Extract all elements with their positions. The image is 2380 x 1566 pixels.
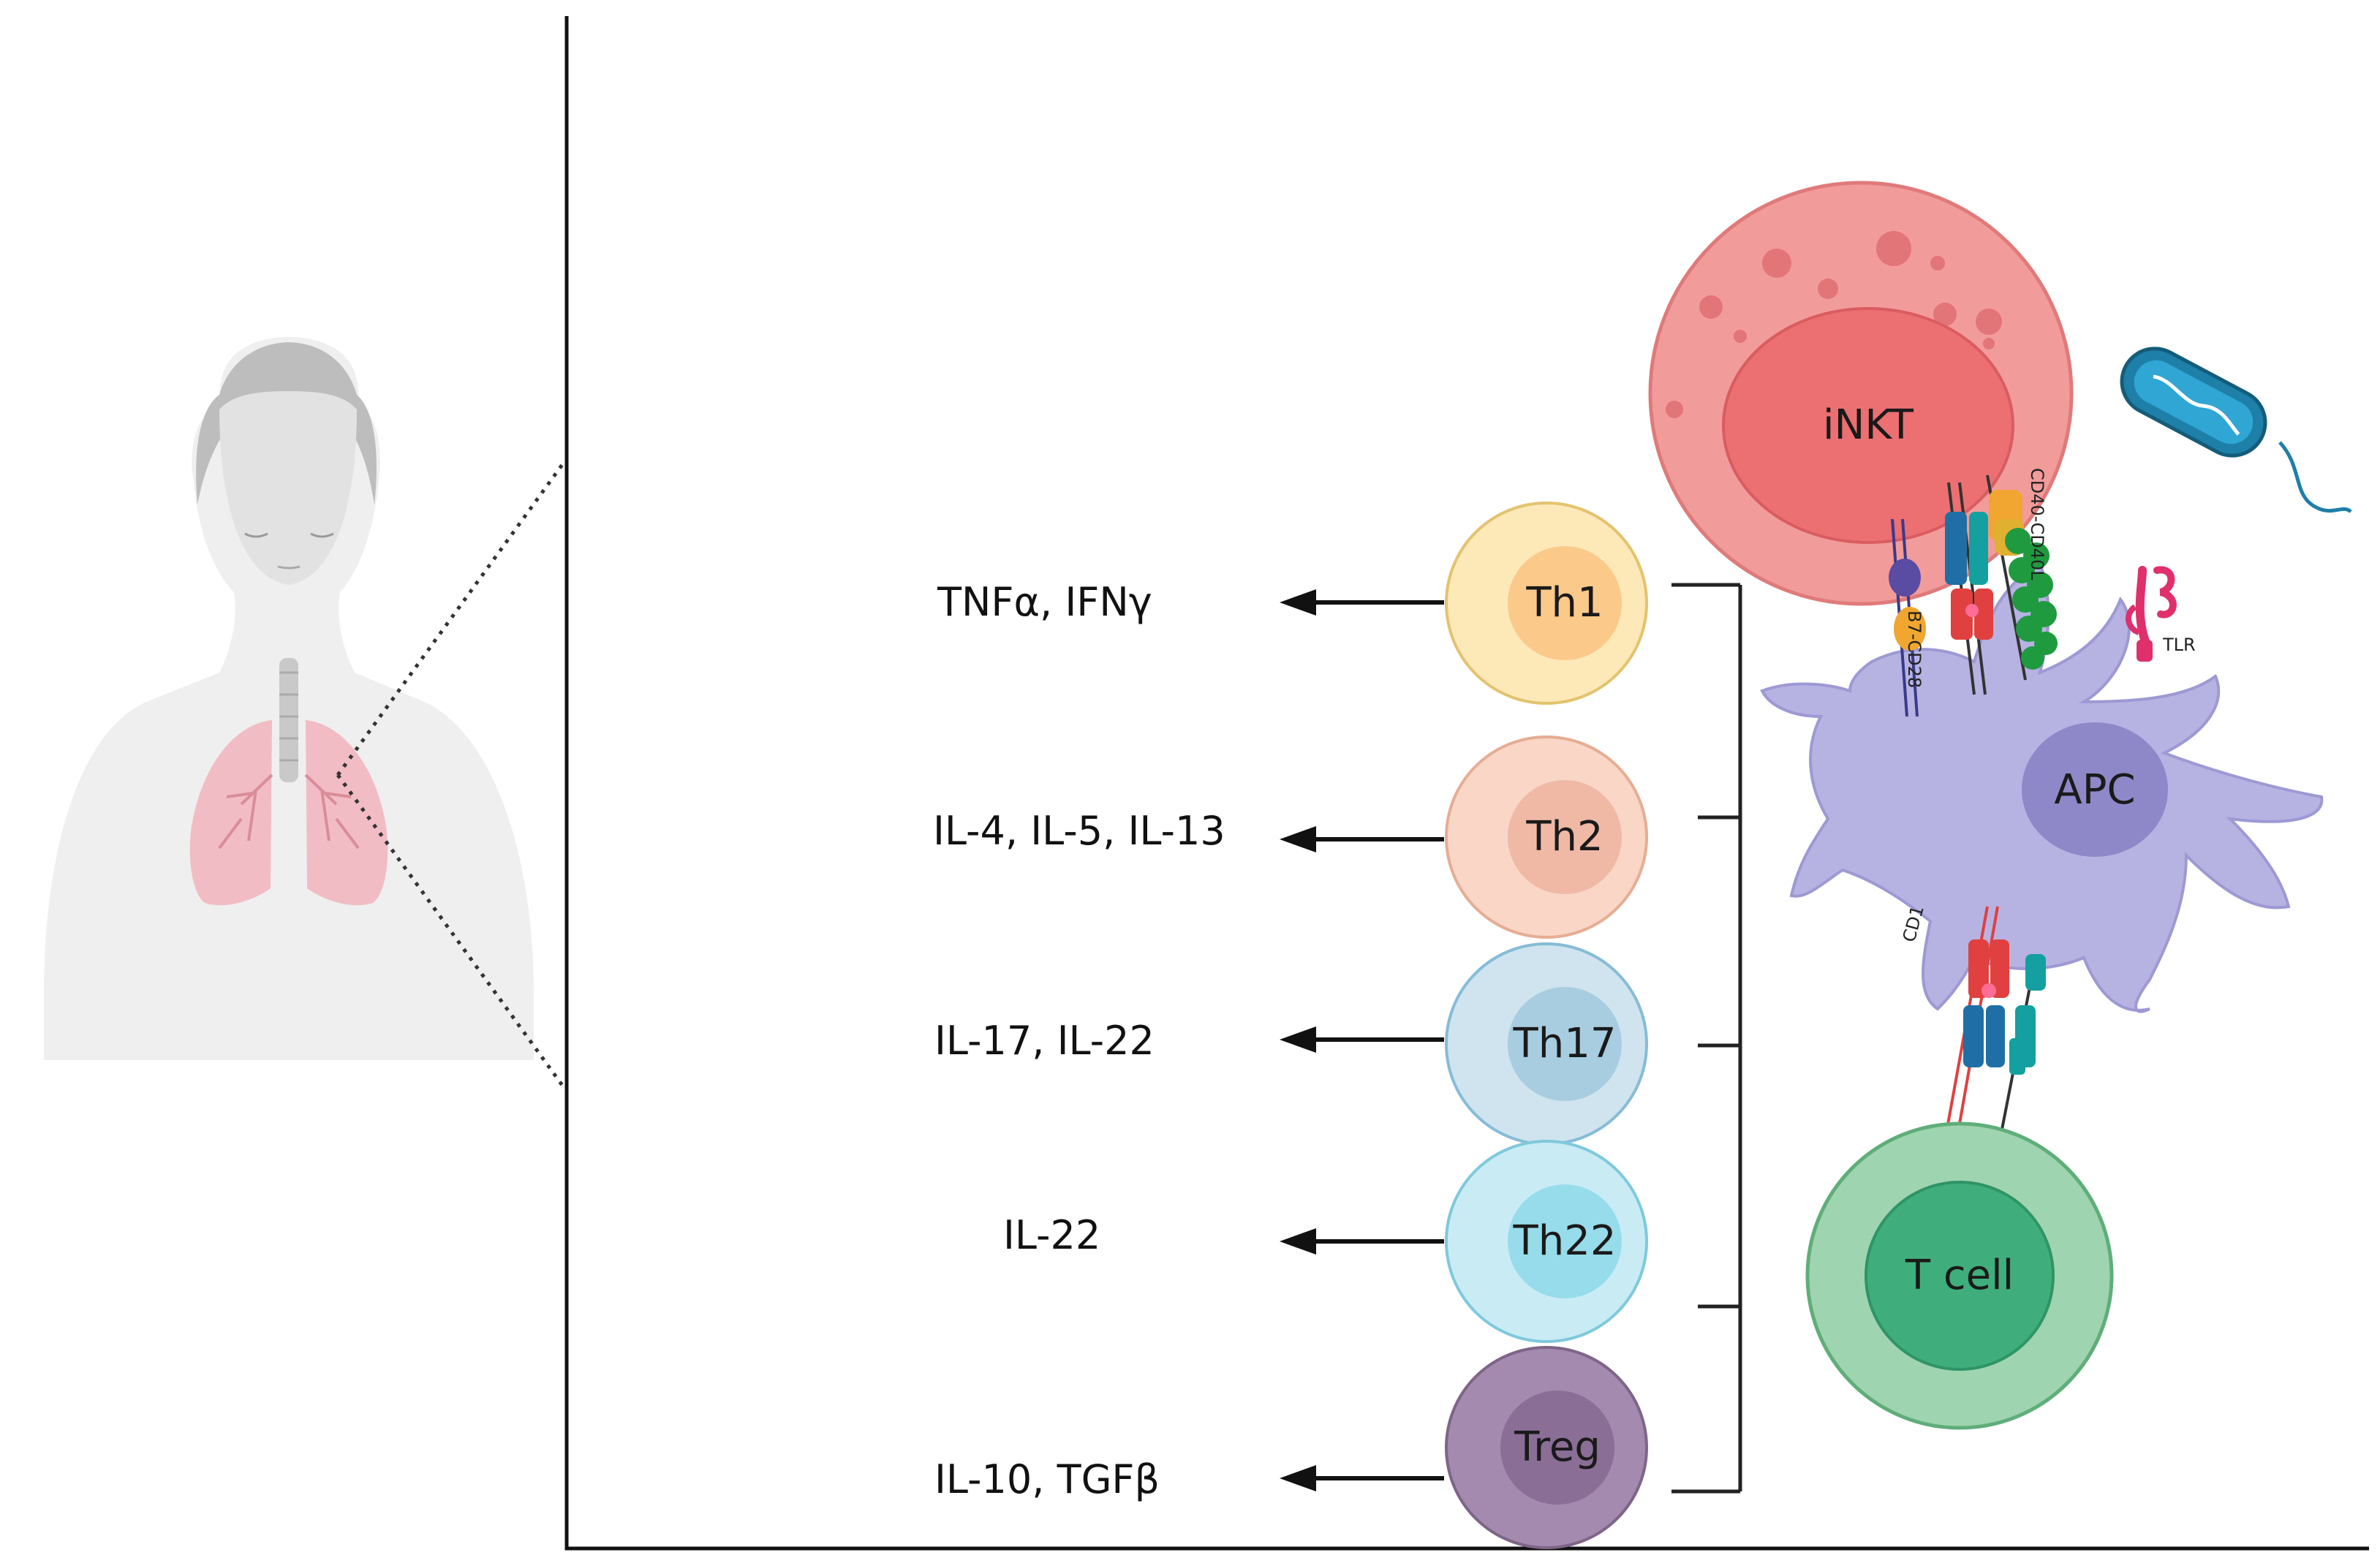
th1-cell: Th1 (1445, 502, 1648, 705)
th2-cell: Th2 (1445, 735, 1648, 939)
inkt-label: iNKT (1823, 401, 1914, 449)
th17-label: Th17 (1513, 1020, 1617, 1067)
cd40-cd40l-receptor: CD40-CD40L (1986, 468, 2058, 681)
zoom-line-top (336, 459, 567, 776)
apc-cell: APC (1760, 561, 2324, 1013)
cytokine-label-th22: IL-22 (1003, 1212, 1100, 1258)
t-cell: T cell (1805, 1121, 2114, 1430)
b7-cd28-receptor: B7-CD28 (1889, 518, 1926, 717)
tlr-label: TLR (2162, 635, 2196, 655)
cytokine-label-th1: TNFα, IFNγ (937, 579, 1152, 625)
apc-label: APC (2054, 766, 2135, 814)
th1-label: Th1 (1525, 579, 1603, 627)
treg-cell: Treg (1445, 1346, 1648, 1549)
tcr-cd1-complex-bottom: CD1 (1899, 904, 2046, 1141)
th22-cell: Th22 (1445, 1140, 1648, 1343)
cytokine-label-th17: IL-17, IL-22 (934, 1018, 1155, 1064)
bacterium-icon (2120, 347, 2352, 514)
lungs-icon (189, 658, 388, 906)
th22-label: Th22 (1513, 1217, 1617, 1265)
treg-label: Treg (1514, 1423, 1601, 1471)
tcell-label: T cell (1905, 1252, 2014, 1299)
tcr-cd1-complex-top (1945, 482, 1993, 695)
inkt-cell: iNKT (1648, 181, 2074, 606)
cytokine-label-treg: IL-10, TGFβ (934, 1456, 1160, 1502)
cytokine-arrows (1280, 589, 1444, 1491)
cd1-label: CD1 (1899, 904, 1928, 945)
cd40-cd40l-label: CD40-CD40L (2027, 468, 2047, 580)
th2-label: Th2 (1525, 813, 1603, 860)
zoom-line-bottom (336, 773, 567, 1091)
tlr-receptor-icon: TLR (2126, 566, 2196, 662)
th17-cell: Th17 (1445, 942, 1648, 1146)
panel-frame (564, 16, 2369, 1551)
cytokine-label-th2: IL-4, IL-5, IL-13 (933, 808, 1225, 854)
subset-bracket (1671, 583, 1742, 1494)
b7-cd28-label: B7-CD28 (1904, 610, 1924, 688)
